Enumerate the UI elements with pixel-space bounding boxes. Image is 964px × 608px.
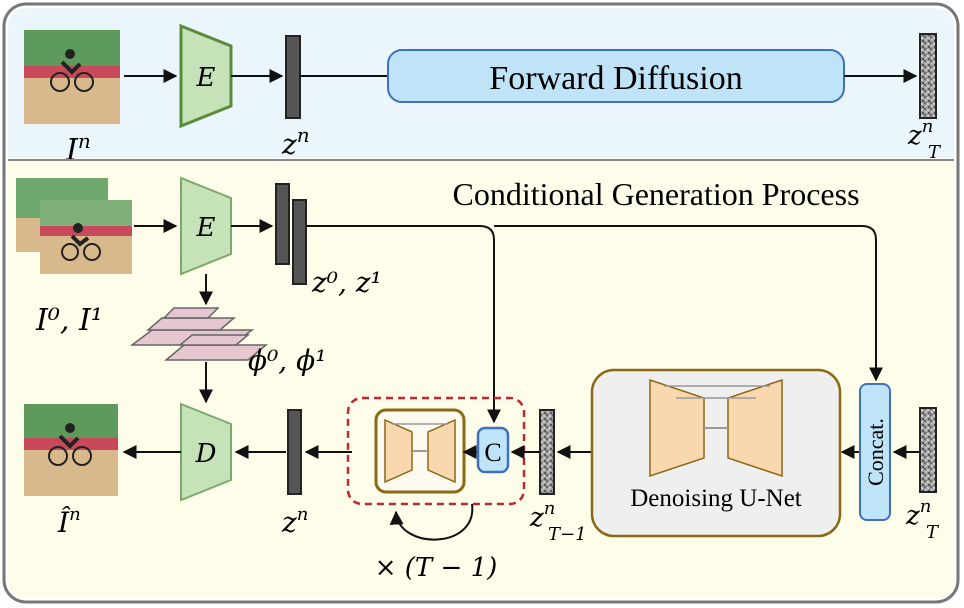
- step-latent-block: [539, 409, 555, 495]
- encoder-top: [179, 23, 233, 129]
- concat-node: [476, 426, 510, 474]
- unet-encoder-shape: [649, 378, 705, 478]
- latent-block-z1: [292, 199, 307, 285]
- output-photo: [24, 404, 118, 496]
- unet-decoder-shape: [727, 378, 783, 478]
- concat-node-label: C: [484, 438, 501, 467]
- output-image-label: În: [57, 504, 81, 539]
- input-images-label: I⁰, I¹: [35, 303, 103, 338]
- noise-block-top: [919, 33, 937, 119]
- latent-block-z0: [275, 183, 290, 265]
- input-photo-top: [24, 30, 120, 124]
- loop-count-label: × (T − 1): [375, 553, 498, 583]
- mini-unet-decoder: [427, 418, 456, 484]
- denoising-unet-label: Denoising U-Net: [630, 485, 802, 512]
- features-label: ϕ⁰, ϕ¹: [248, 344, 326, 377]
- encoder-top-label: E: [196, 63, 216, 93]
- latents-label: z⁰, z¹: [311, 266, 382, 299]
- encoder-bottom-label: E: [196, 213, 216, 243]
- bottom-panel: Conditional Generation Process I⁰, I¹ E …: [8, 161, 954, 598]
- feature-pyramid: [129, 307, 269, 361]
- concat-block-label: Concat.: [863, 418, 888, 486]
- encoder-bottom: [180, 176, 232, 276]
- latent-block-top: [285, 35, 301, 119]
- bottom-panel-title: Conditional Generation Process: [452, 176, 859, 212]
- decoder: [180, 402, 232, 502]
- input-photos-bottom: [16, 178, 132, 274]
- decoder-label: D: [195, 439, 217, 469]
- output-latent-label: zn: [281, 504, 308, 539]
- forward-diffusion-label: Forward Diffusion: [489, 60, 742, 97]
- latent-label-top: zn: [281, 123, 310, 161]
- output-latent-block: [287, 409, 302, 495]
- concat-block: [859, 383, 891, 521]
- mini-unet-encoder: [384, 418, 413, 484]
- noise-block-bottom: [919, 407, 937, 493]
